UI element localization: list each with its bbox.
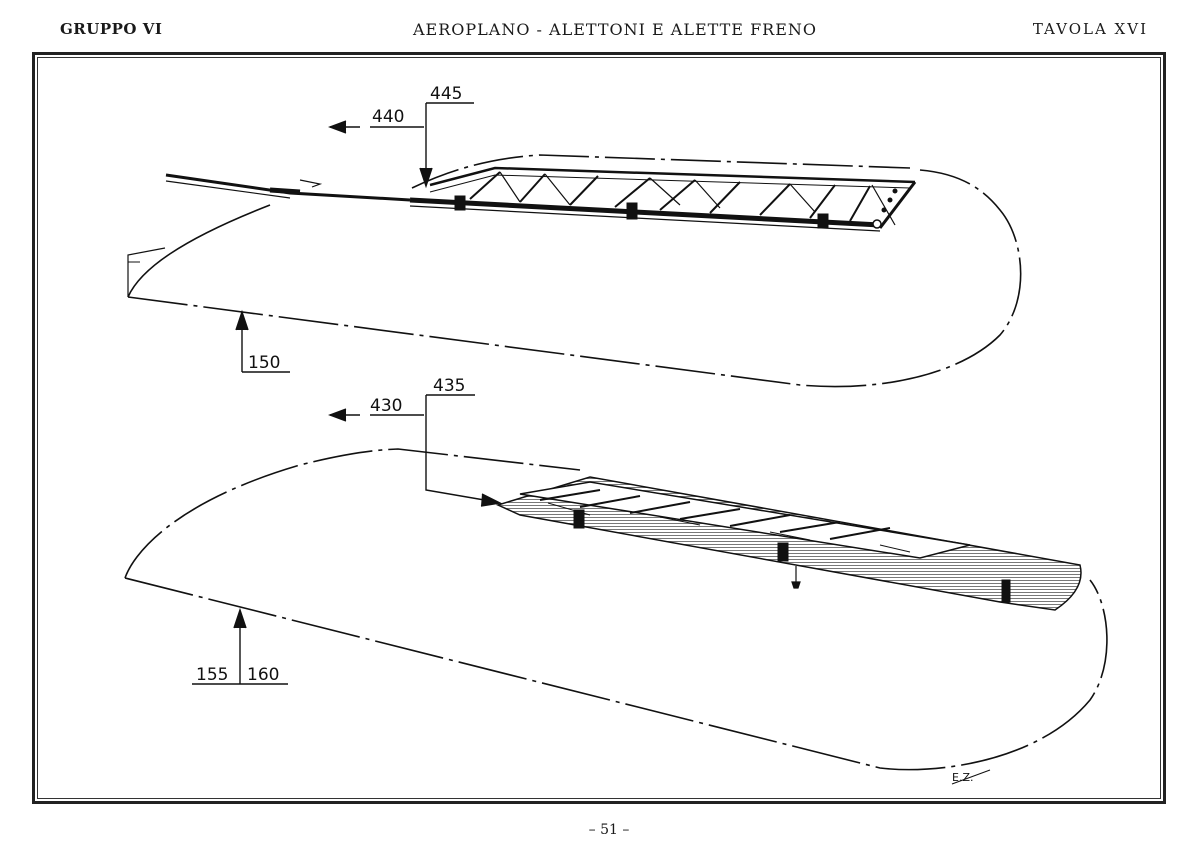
group-heading: GRUPPO VI bbox=[60, 20, 163, 38]
callout-430: 430 bbox=[370, 396, 402, 416]
plate-number: TAVOLA XVI bbox=[1032, 20, 1148, 38]
upper-aileron-frame bbox=[165, 166, 917, 232]
callout-445: 445 bbox=[430, 84, 462, 104]
lower-wing-outline bbox=[124, 448, 1108, 771]
callout-155: 155 bbox=[196, 665, 228, 685]
callout-435: 435 bbox=[433, 376, 465, 396]
drawing-frame-outer bbox=[32, 52, 1166, 804]
callout-150: 150 bbox=[248, 353, 280, 373]
drawing-frame-inner bbox=[37, 57, 1161, 799]
upper-callout-leaders bbox=[235, 102, 474, 373]
page-number: – 51 – bbox=[588, 822, 630, 838]
lower-aileron-body bbox=[495, 476, 1082, 611]
plate-title: AEROPLANO - ALETTONI E ALETTE FRENO bbox=[412, 20, 818, 39]
lower-callout-leaders bbox=[192, 394, 503, 685]
draftsman-signature: E.Z. bbox=[952, 771, 973, 784]
callout-440: 440 bbox=[372, 107, 404, 127]
callout-160: 160 bbox=[247, 665, 279, 685]
